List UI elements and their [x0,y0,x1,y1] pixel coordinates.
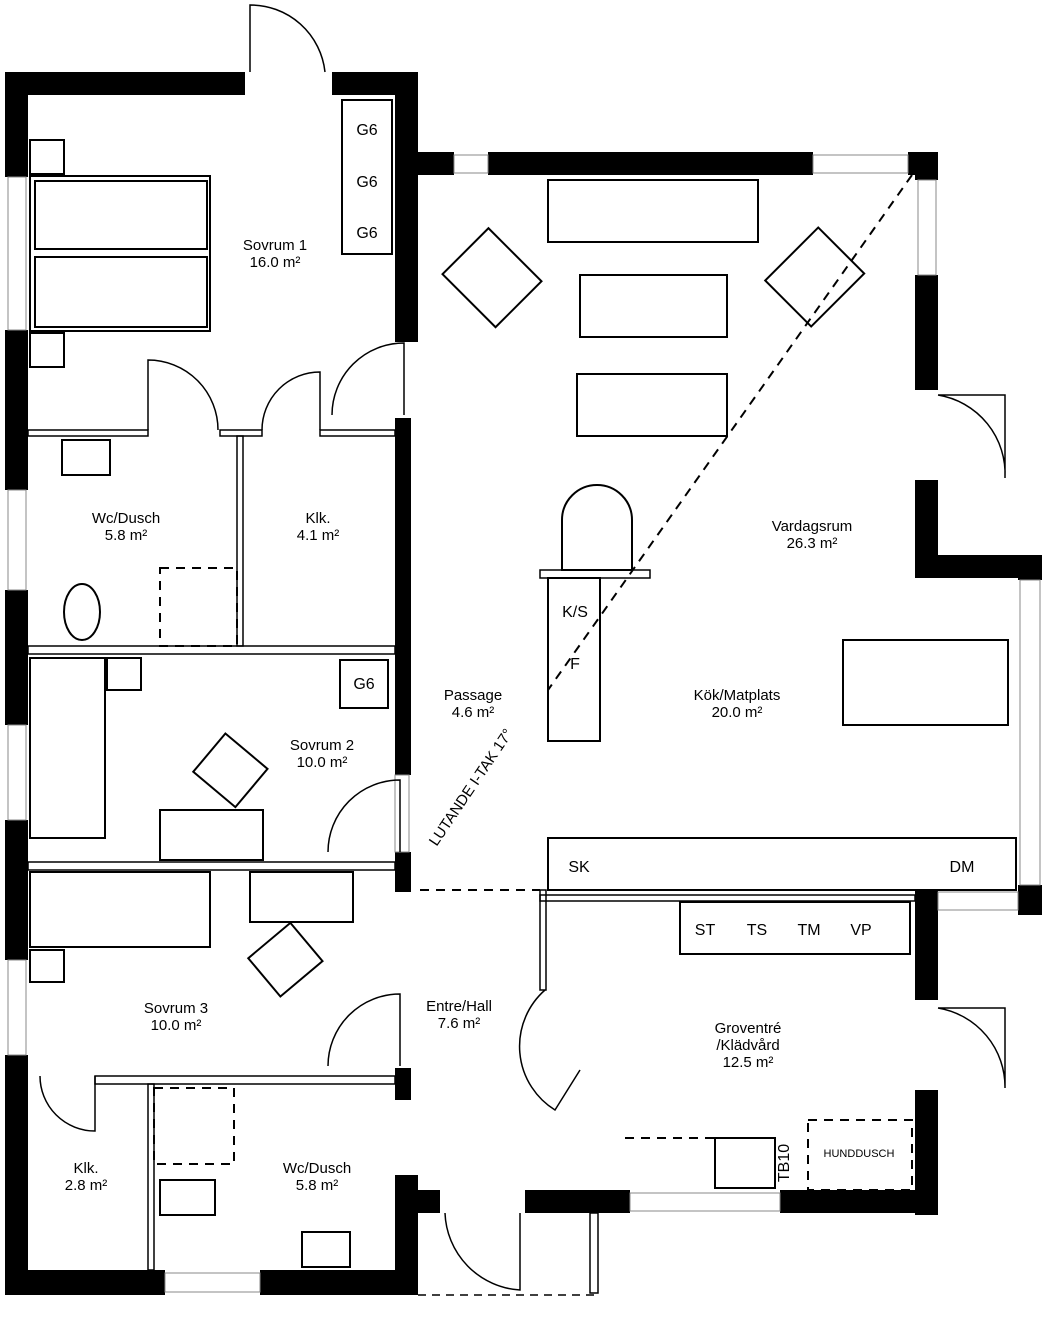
walls [5,72,1042,1295]
st-label: ST [695,922,716,939]
wardrobe-label: G6 [356,225,377,242]
tm-label: TM [797,922,820,939]
dishwasher-label: DM [950,859,975,876]
ts-label: TS [747,922,767,939]
wardrobe-label: G6 [356,174,377,191]
room-label-klk-2: Klk.2.8 m² [65,1160,108,1194]
room-label-klk-1: Klk.4.1 m² [297,510,340,544]
sink-label: SK [568,859,590,876]
furniture [29,99,1017,1268]
wardrobe-label: G6 [353,676,374,693]
dogshower-label: HUNDDUSCH [824,1148,895,1160]
freezer-label: F [570,656,580,673]
roof-slope-line [420,174,913,891]
vp-label: VP [850,922,871,939]
tb-label: TB10 [776,1144,793,1182]
roof-slope-annotation: LUTANDE I-TAK 17° [426,726,517,849]
wardrobe-label: G6 [356,122,377,139]
windows [7,154,1041,1293]
fridge-label: K/S [562,604,588,621]
doors [39,4,1006,1296]
